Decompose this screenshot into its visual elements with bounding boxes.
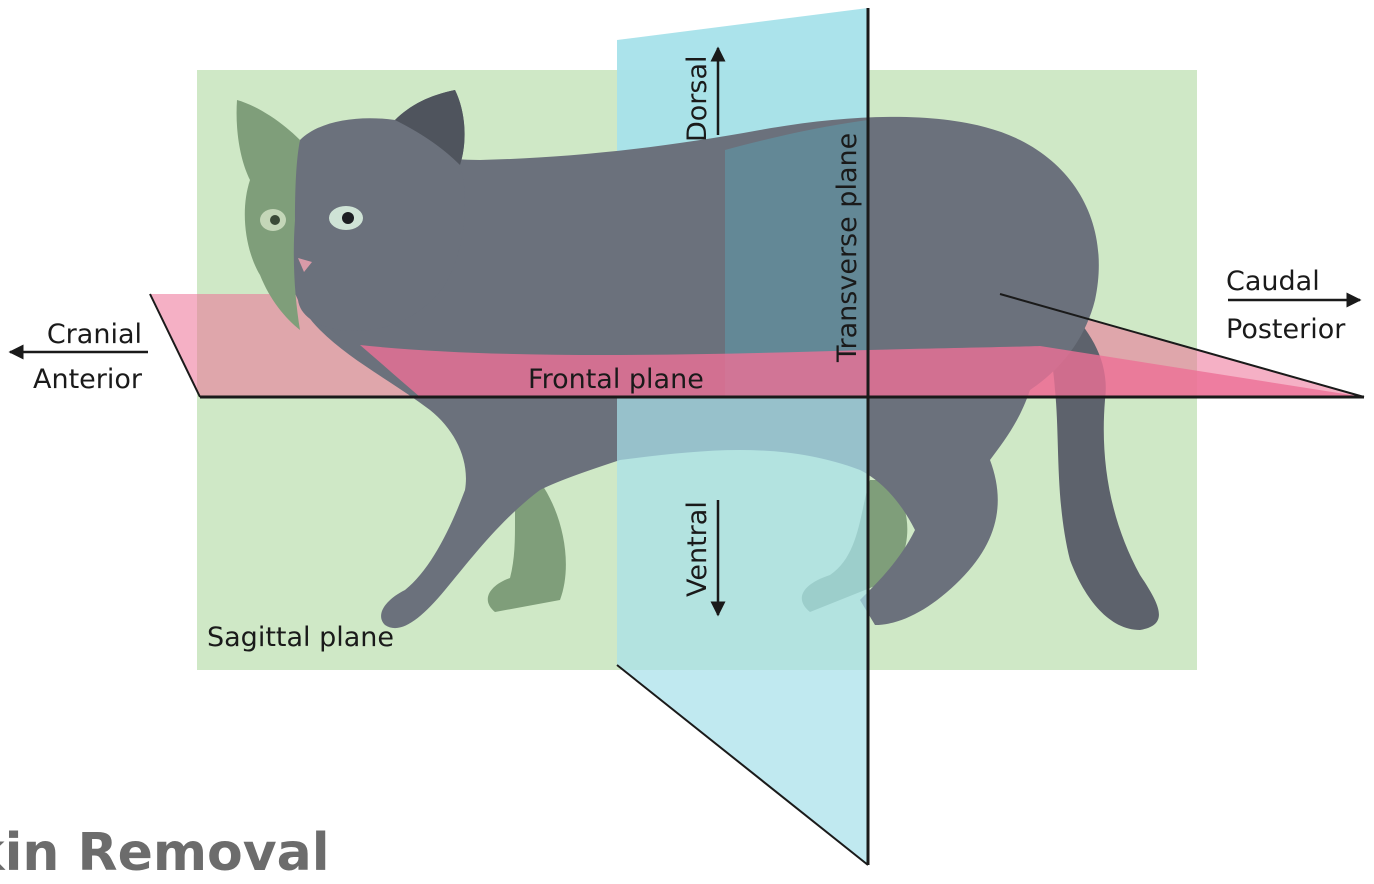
- caudal-label: Caudal: [1226, 266, 1320, 297]
- frontal-plane-label: Frontal plane: [528, 364, 704, 395]
- cat-pupil-near: [342, 212, 354, 224]
- page-heading: kin Removal: [0, 822, 330, 884]
- sagittal-plane-label: Sagittal plane: [207, 622, 394, 653]
- dorsal-label: Dorsal: [682, 55, 713, 142]
- ventral-label: Ventral: [682, 501, 713, 597]
- posterior-label: Posterior: [1226, 314, 1346, 345]
- transverse-plane-lower: [617, 397, 868, 865]
- transverse-plane-label: Transverse plane: [832, 133, 863, 363]
- cat-pupil-far: [270, 215, 280, 225]
- anterior-label: Anterior: [33, 364, 143, 395]
- cranial-label: Cranial: [47, 319, 142, 350]
